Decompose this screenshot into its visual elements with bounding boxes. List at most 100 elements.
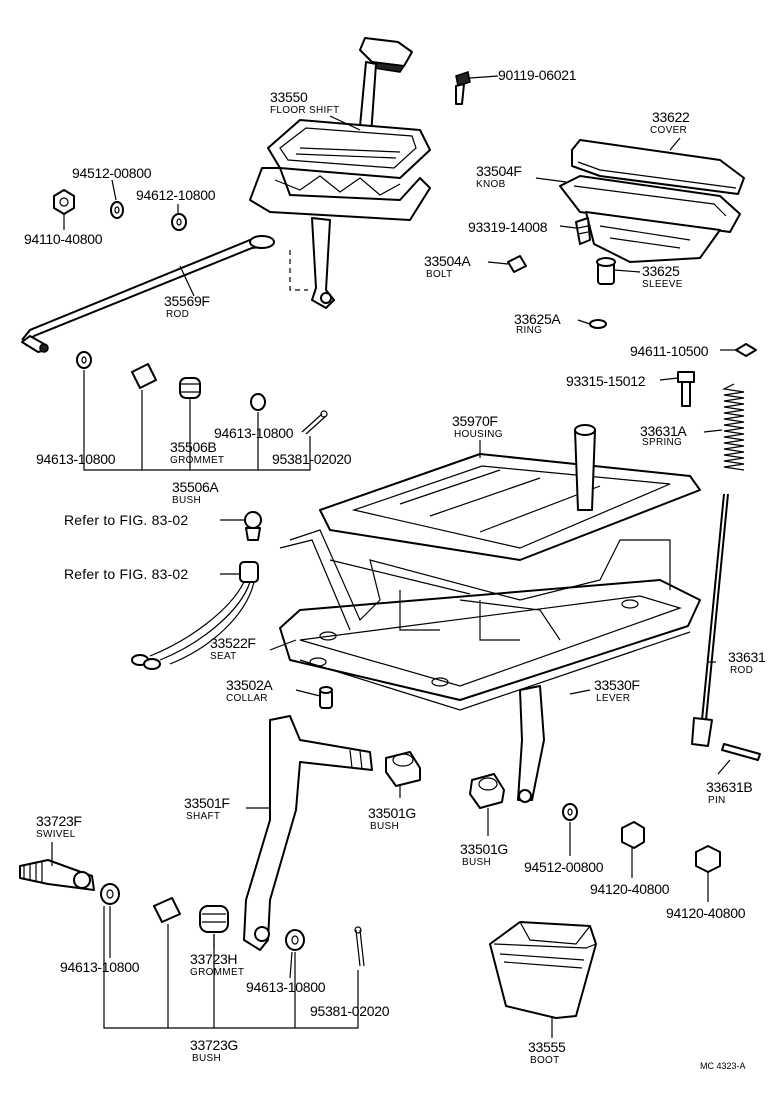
label-33555: 33555: [528, 1039, 566, 1055]
washer-94613-b: [250, 393, 266, 411]
bolt-33504A: [507, 255, 527, 273]
bush-35506A-a: [131, 363, 157, 389]
label-collar: COLLAR: [226, 693, 268, 704]
label-seat: SEAT: [210, 651, 237, 662]
label-spring: SPRING: [642, 437, 683, 448]
label-33502A: 33502A: [226, 677, 273, 693]
nut-94611: [735, 343, 757, 357]
label-94613-10800-c: 94613-10800: [60, 959, 140, 975]
label-pin: PIN: [708, 795, 726, 806]
label-sleeve: SLEEVE: [642, 279, 683, 290]
label-swivel: SWIVEL: [36, 829, 76, 840]
label-33501F: 33501F: [184, 795, 230, 811]
rod-35569F: [21, 235, 275, 353]
label-94120-40800-a: 94120-40800: [590, 881, 670, 897]
floor-shift-assembly: [249, 37, 431, 309]
label-bush-33501G-a: BUSH: [370, 821, 399, 832]
label-33530F: 33530F: [594, 677, 640, 693]
mounting-bracket: [279, 529, 671, 641]
label-95381-02020-b: 95381-02020: [310, 1003, 390, 1019]
figure-code: MC 4323-A: [700, 1061, 746, 1071]
label-94612-10800: 94612-10800: [136, 187, 216, 203]
label-33723F: 33723F: [36, 813, 82, 829]
swivel-33723F: [19, 859, 95, 891]
label-33504F: 33504F: [476, 163, 522, 179]
label-94613-10800-d: 94613-10800: [246, 979, 326, 995]
washer-94512: [110, 201, 124, 219]
bolt-93315: [677, 371, 695, 407]
nut-94120-b: [695, 845, 721, 873]
label-33522F: 33522F: [210, 635, 256, 651]
grommet-35506B: [179, 377, 201, 399]
label-boot: BOOT: [530, 1055, 560, 1066]
label-rod-35569F: ROD: [166, 309, 190, 320]
label-grommet-35506B: GROMMET: [170, 455, 225, 466]
label-bush-33501G-b: BUSH: [462, 857, 491, 868]
collar-33502A: [319, 686, 333, 709]
label-grommet-33723H: GROMMET: [190, 967, 245, 978]
label-33723G: 33723G: [190, 1037, 239, 1053]
label-33723H: 33723H: [190, 951, 238, 967]
label-94613-10800-b: 94613-10800: [214, 425, 294, 441]
label-rod-33631: ROD: [730, 665, 754, 676]
pin-33631B: [721, 743, 761, 761]
label-33501G-a: 33501G: [368, 805, 417, 821]
label-floor-shift: FLOOR SHIFT: [270, 105, 340, 116]
bolt-90119: [455, 71, 499, 105]
shaft-33501F: [243, 715, 373, 951]
bulb-socket: [244, 511, 262, 541]
label-94613-10800-a: 94613-10800: [36, 451, 116, 467]
label-95381-02020-a: 95381-02020: [272, 451, 352, 467]
pin-95381-b: [354, 926, 365, 967]
label-knob: KNOB: [476, 179, 506, 190]
label-93315-15012: 93315-15012: [566, 373, 646, 389]
label-33622: 33622: [652, 109, 690, 125]
label-33550: 33550: [270, 89, 308, 105]
screw-93319: [575, 217, 591, 245]
label-90119-06021: 90119-06021: [498, 67, 577, 83]
label-bush-33723G: BUSH: [192, 1053, 221, 1064]
bush-33723G: [153, 897, 181, 923]
bush-33501G-lower: [469, 773, 505, 809]
label-94110-40800: 94110-40800: [24, 231, 103, 247]
label-93319-14008: 93319-14008: [468, 219, 548, 235]
spring-33631A: [722, 383, 745, 471]
leader-lines: [51, 115, 736, 1038]
washer-94613-c: [100, 883, 120, 905]
pin-95381-a: [301, 410, 328, 435]
label-refer-fig-1: Refer to FIG. 83-02: [64, 512, 189, 528]
label-cover: COVER: [650, 125, 688, 136]
label-bolt: BOLT: [426, 269, 453, 280]
label-94512-00800-b: 94512-00800: [524, 859, 604, 875]
callout-35506A: [83, 370, 311, 471]
ring-33625A: [589, 319, 607, 329]
switch-wires: [131, 561, 259, 670]
label-33631B: 33631B: [706, 779, 753, 795]
label-35970F: 35970F: [452, 413, 498, 429]
label-33631: 33631: [728, 649, 766, 665]
washer-94613-a: [76, 351, 92, 369]
label-refer-fig-2: Refer to FIG. 83-02: [64, 566, 189, 582]
washer-94612: [171, 213, 187, 231]
label-94512-00800-a: 94512-00800: [72, 165, 152, 181]
label-94120-40800-b: 94120-40800: [666, 905, 746, 921]
label-33625: 33625: [642, 263, 680, 279]
label-bush-35506A: BUSH: [172, 495, 201, 506]
label-33631A: 33631A: [640, 423, 687, 439]
label-33501G-b: 33501G: [460, 841, 509, 857]
label-94611-10500: 94611-10500: [630, 343, 709, 359]
washer-94613-d: [285, 929, 305, 951]
boot-33555: [489, 921, 597, 1019]
label-33625A: 33625A: [514, 311, 561, 327]
sleeve-33625: [596, 257, 616, 285]
label-housing: HOUSING: [454, 429, 503, 440]
label-35506A: 35506A: [172, 479, 219, 495]
label-lever: LEVER: [596, 693, 631, 704]
nut-94110: [53, 189, 75, 215]
knob-cover-assembly: [559, 139, 745, 263]
rod-33631: [691, 493, 729, 747]
lever-33530F: [517, 685, 545, 803]
label-shaft: SHAFT: [186, 811, 221, 822]
